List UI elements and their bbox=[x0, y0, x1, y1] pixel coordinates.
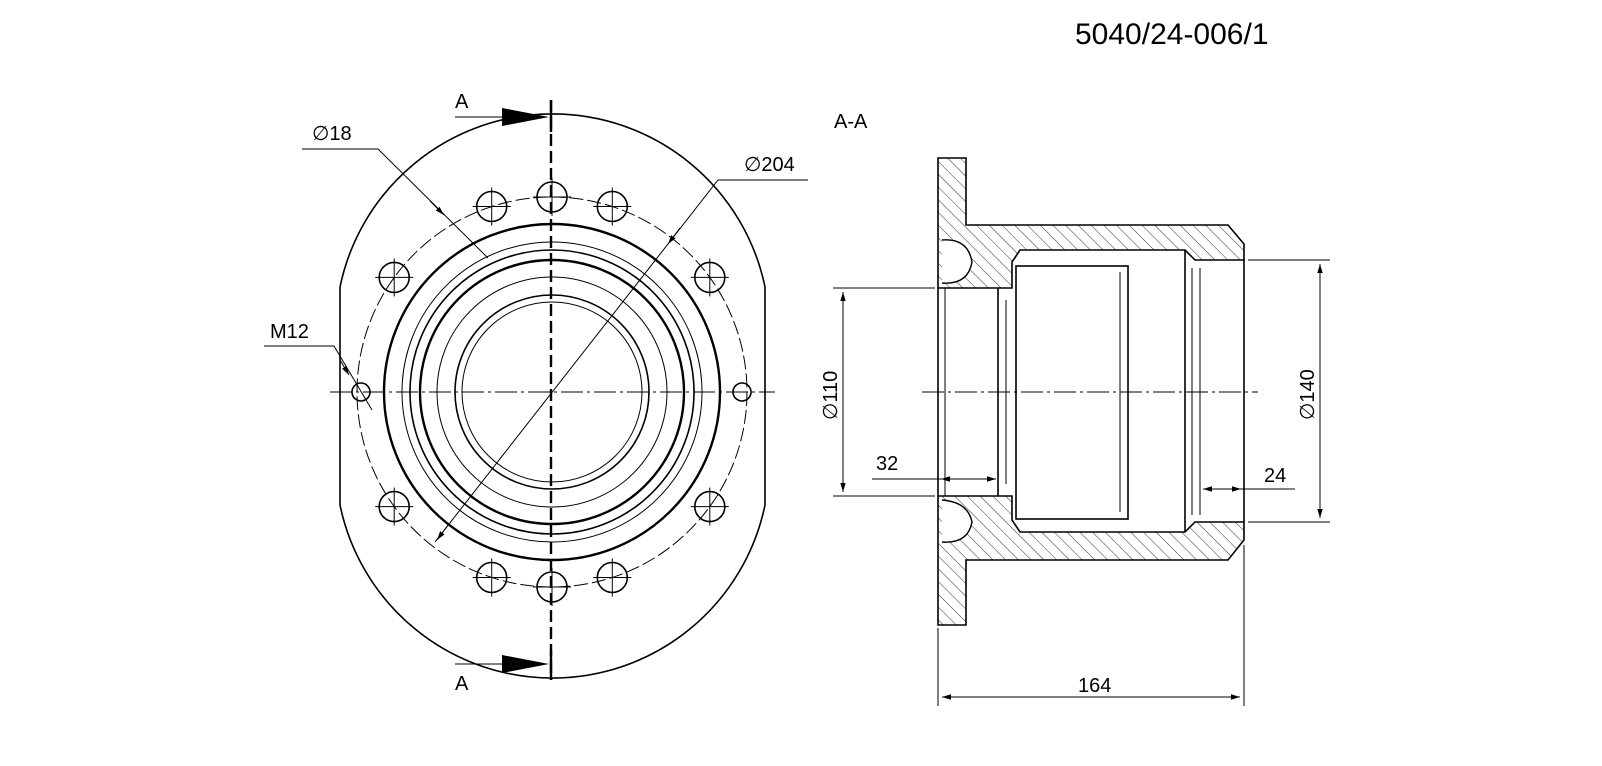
lower-wall-section bbox=[937, 495, 1245, 626]
section-arrow-bottom bbox=[502, 655, 549, 673]
tapped-hole-leader bbox=[264, 345, 373, 411]
section-arrow-top bbox=[502, 108, 549, 126]
section-view: A-A ∅110 ∅140 32 bbox=[820, 111, 1330, 706]
pitch-diameter-leader bbox=[434, 179, 808, 543]
tapped-hole-label: M12 bbox=[270, 321, 309, 343]
front-view: A A ∅18 ∅204 M12 bbox=[264, 91, 808, 695]
section-title: A-A bbox=[834, 111, 868, 133]
bore-diameter-label: ∅110 bbox=[820, 371, 842, 420]
pitch-diameter-label: ∅204 bbox=[744, 154, 795, 176]
bore-depth-label: 32 bbox=[876, 453, 898, 475]
section-mark-top: A bbox=[455, 91, 469, 113]
overall-length-label: 164 bbox=[1078, 675, 1111, 697]
hole-diameter-label: ∅18 bbox=[312, 123, 352, 145]
upper-wall-section bbox=[937, 157, 1245, 289]
counterbore-depth-label: 24 bbox=[1264, 465, 1286, 487]
section-mark-bottom: A bbox=[455, 673, 469, 695]
hole-diameter-leader bbox=[302, 148, 489, 259]
drawing-number: 5040/24-006/1 bbox=[1075, 18, 1269, 51]
flange-outline bbox=[339, 113, 766, 679]
counterbore-diameter-label: ∅140 bbox=[1297, 369, 1319, 420]
bolt-holes bbox=[375, 178, 729, 606]
